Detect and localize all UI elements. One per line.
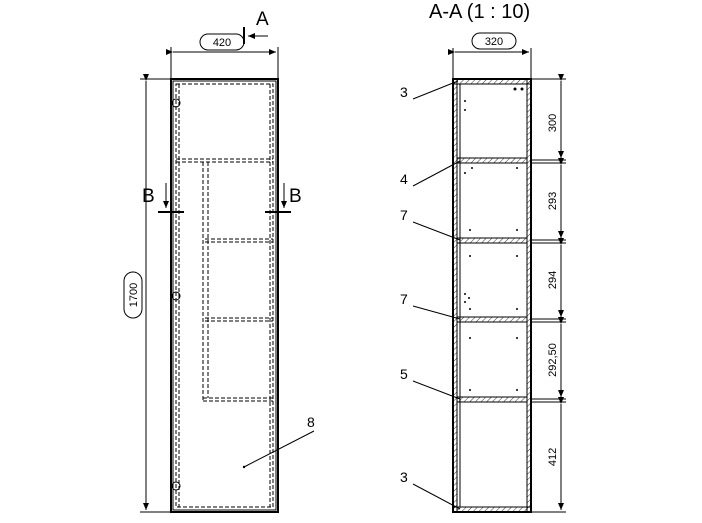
section-side-left [452,78,458,513]
leader-part-7a [412,221,461,241]
compartment-dim-4: 292,50 [547,343,559,377]
section-b-label-right: B [289,186,302,207]
leader-part-7b [412,305,461,320]
section-title: A-A (1 : 10) [429,1,530,23]
height-dim-badge [123,271,143,319]
hinge-top [171,98,181,108]
part-8-leader [243,430,315,468]
width-dim-label: 420 [213,37,231,49]
part-label-3-bottom: 3 [400,469,408,485]
cabinet-outline [170,78,279,513]
leader-part-4 [412,160,461,187]
shelf-5 [456,396,528,403]
leader-part-5 [412,380,461,400]
leader-part-3-bottom [412,483,461,510]
dowel-holes [464,87,524,391]
part-8-leader-dot [242,465,246,469]
section-b-label-left: B [142,186,155,207]
front-view: 420 A 1700 B B 8 [123,9,315,513]
height-dim-label: 1700 [128,283,140,307]
section-a-label: A [256,9,269,30]
leader-part-3-top [412,80,459,100]
part-label-7b: 7 [400,291,408,307]
part-label-7a: 7 [400,207,408,223]
compartment-dim-1: 300 [547,114,559,132]
bottom-panel [452,506,532,513]
shelf-4 [456,157,528,164]
depth-dim-badge [471,32,517,50]
hidden-contour [175,83,274,508]
part-8-label: 8 [307,414,315,430]
compartment-dim-3: 294 [547,271,559,289]
compartment-dim-5: 412 [547,448,559,466]
shelf-7a [456,237,528,244]
section-view: A-A (1 : 10) 320 [400,1,566,513]
depth-dim-label: 320 [485,36,503,48]
hinge-middle [171,291,181,301]
top-panel [452,78,532,85]
cabinet-inner-outline [172,80,277,511]
compartment-dim-2: 293 [547,192,559,210]
shelf-7b [456,316,528,323]
hinge-bottom [171,481,181,491]
part-label-5: 5 [400,366,408,382]
part-label-4: 4 [400,171,408,187]
section-outline [452,78,532,513]
section-side-right [526,78,532,513]
part-label-3-top: 3 [400,84,408,100]
